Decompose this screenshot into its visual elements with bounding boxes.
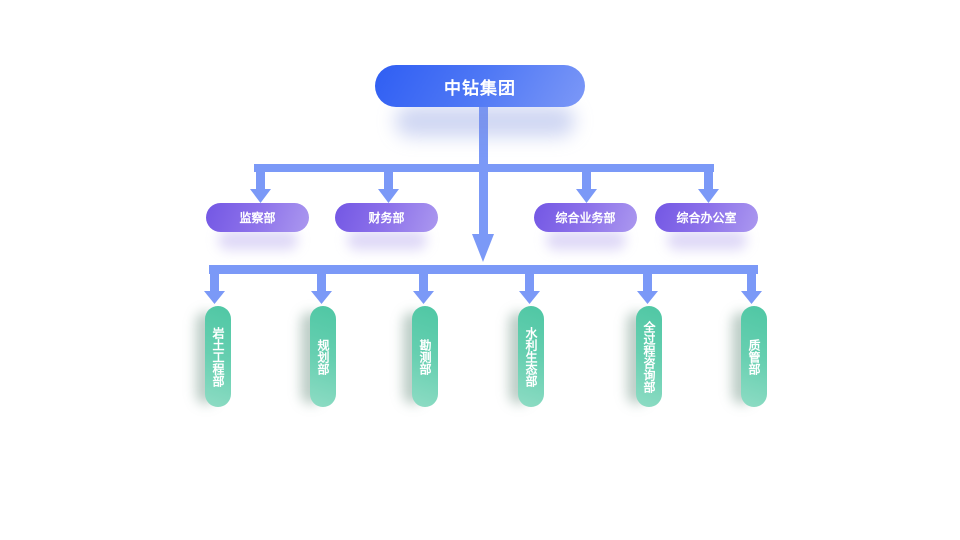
- level1-node-label: 综合办公室: [676, 211, 737, 225]
- level1-node-zonghe-yewu: 综合业务部: [534, 203, 637, 232]
- level1-node-shadow: [667, 230, 747, 250]
- level2-drop: [413, 272, 434, 304]
- level1-drop: [576, 170, 597, 203]
- arrow-down-icon: [576, 189, 597, 203]
- level2-node-guihua: 规划部: [310, 306, 336, 407]
- level2-node-label: 水利生态部: [524, 326, 538, 387]
- level1-node-label: 监察部: [239, 211, 276, 225]
- level1-node-jiancha: 监察部: [206, 203, 309, 232]
- level2-drop: [519, 272, 540, 304]
- level2-drop: [741, 272, 762, 304]
- arrow-down-icon: [698, 189, 719, 203]
- level2-node-label: 全过程咨询部: [642, 320, 656, 393]
- level2-node-shuili: 水利生态部: [518, 306, 544, 407]
- root-node: 中钻集团: [375, 65, 585, 107]
- level2-node-label: 勘测部: [418, 338, 432, 375]
- level2-bus: [209, 265, 758, 274]
- level1-drop: [378, 170, 399, 203]
- level1-node-label: 财务部: [368, 211, 405, 225]
- level2-drop: [204, 272, 225, 304]
- trunk-arrow-icon: [472, 234, 494, 262]
- level2-drop: [311, 272, 332, 304]
- level1-node-shadow: [546, 230, 626, 250]
- arrow-down-icon: [519, 291, 540, 304]
- level1-node-zonghe-bangong: 综合办公室: [655, 203, 758, 232]
- level2-node-zhiguan: 质管部: [741, 306, 767, 407]
- level1-bus: [254, 164, 714, 172]
- level2-node-label: 质管部: [747, 338, 761, 375]
- arrow-down-icon: [250, 189, 271, 203]
- level2-node-yantu: 岩土工程部: [205, 306, 231, 407]
- arrow-down-icon: [378, 189, 399, 203]
- level1-drop: [698, 170, 719, 203]
- level2-drop: [637, 272, 658, 304]
- level1-node-caiwu: 财务部: [335, 203, 438, 232]
- root-node-label: 中钻集团: [444, 78, 516, 99]
- arrow-down-icon: [311, 291, 332, 304]
- arrow-down-icon: [413, 291, 434, 304]
- level2-node-label: 岩土工程部: [211, 326, 225, 387]
- arrow-down-icon: [741, 291, 762, 304]
- level1-node-shadow: [347, 230, 427, 250]
- level1-node-shadow: [218, 230, 298, 250]
- level1-node-label: 综合业务部: [555, 211, 616, 225]
- level2-node-label: 规划部: [316, 338, 330, 375]
- arrow-down-icon: [637, 291, 658, 304]
- level2-node-kance: 勘测部: [412, 306, 438, 407]
- level1-drop: [250, 170, 271, 203]
- arrow-down-icon: [204, 291, 225, 304]
- level2-node-quanguocheng: 全过程咨询部: [636, 306, 662, 407]
- root-node-shadow: [395, 105, 575, 137]
